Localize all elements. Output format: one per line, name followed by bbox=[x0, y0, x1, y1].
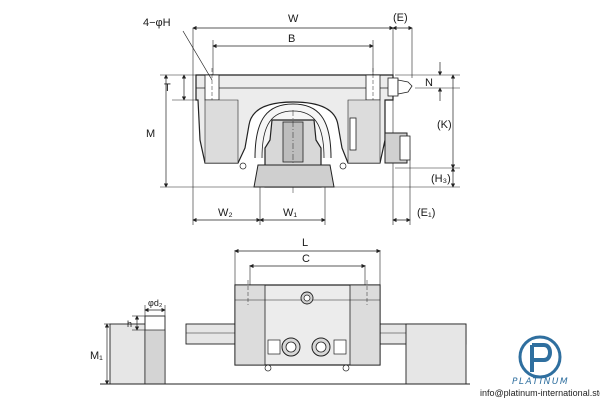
front-dimensions bbox=[163, 25, 456, 223]
label-k: (K) bbox=[437, 119, 452, 131]
label-w: W bbox=[288, 13, 299, 25]
label-c: C bbox=[302, 253, 310, 265]
label-l: L bbox=[302, 237, 308, 249]
label-holes: 4−φH bbox=[143, 17, 171, 29]
label-h3: (H₃) bbox=[431, 173, 451, 185]
front-labels: 4−φH W B (E) T N M (K) (H₃) W₂ W₁ (E₁) bbox=[143, 12, 452, 219]
watermark-brand: PLATINUM bbox=[512, 377, 569, 387]
label-e: (E) bbox=[393, 12, 408, 24]
label-t: T bbox=[164, 82, 171, 94]
side-labels: L C φd₂ h M₁ bbox=[90, 237, 310, 362]
label-b: B bbox=[288, 33, 295, 45]
label-w2: W₂ bbox=[218, 207, 233, 219]
front-view bbox=[160, 28, 460, 225]
platinum-logo-icon bbox=[518, 335, 562, 379]
label-w1: W₁ bbox=[283, 207, 297, 219]
label-n: N bbox=[425, 77, 433, 89]
label-e1: (E₁) bbox=[417, 207, 435, 219]
label-h: h bbox=[127, 319, 132, 329]
watermark-url: info@platinum-international.store bbox=[480, 388, 600, 398]
side-view bbox=[100, 280, 470, 385]
side-dimensions bbox=[104, 248, 381, 385]
label-m: M bbox=[146, 128, 155, 140]
platinum-logo: PLATINUM info@platinum-international.sto… bbox=[480, 335, 600, 398]
label-m1: M₁ bbox=[90, 350, 103, 362]
label-d2: φd₂ bbox=[148, 298, 163, 308]
